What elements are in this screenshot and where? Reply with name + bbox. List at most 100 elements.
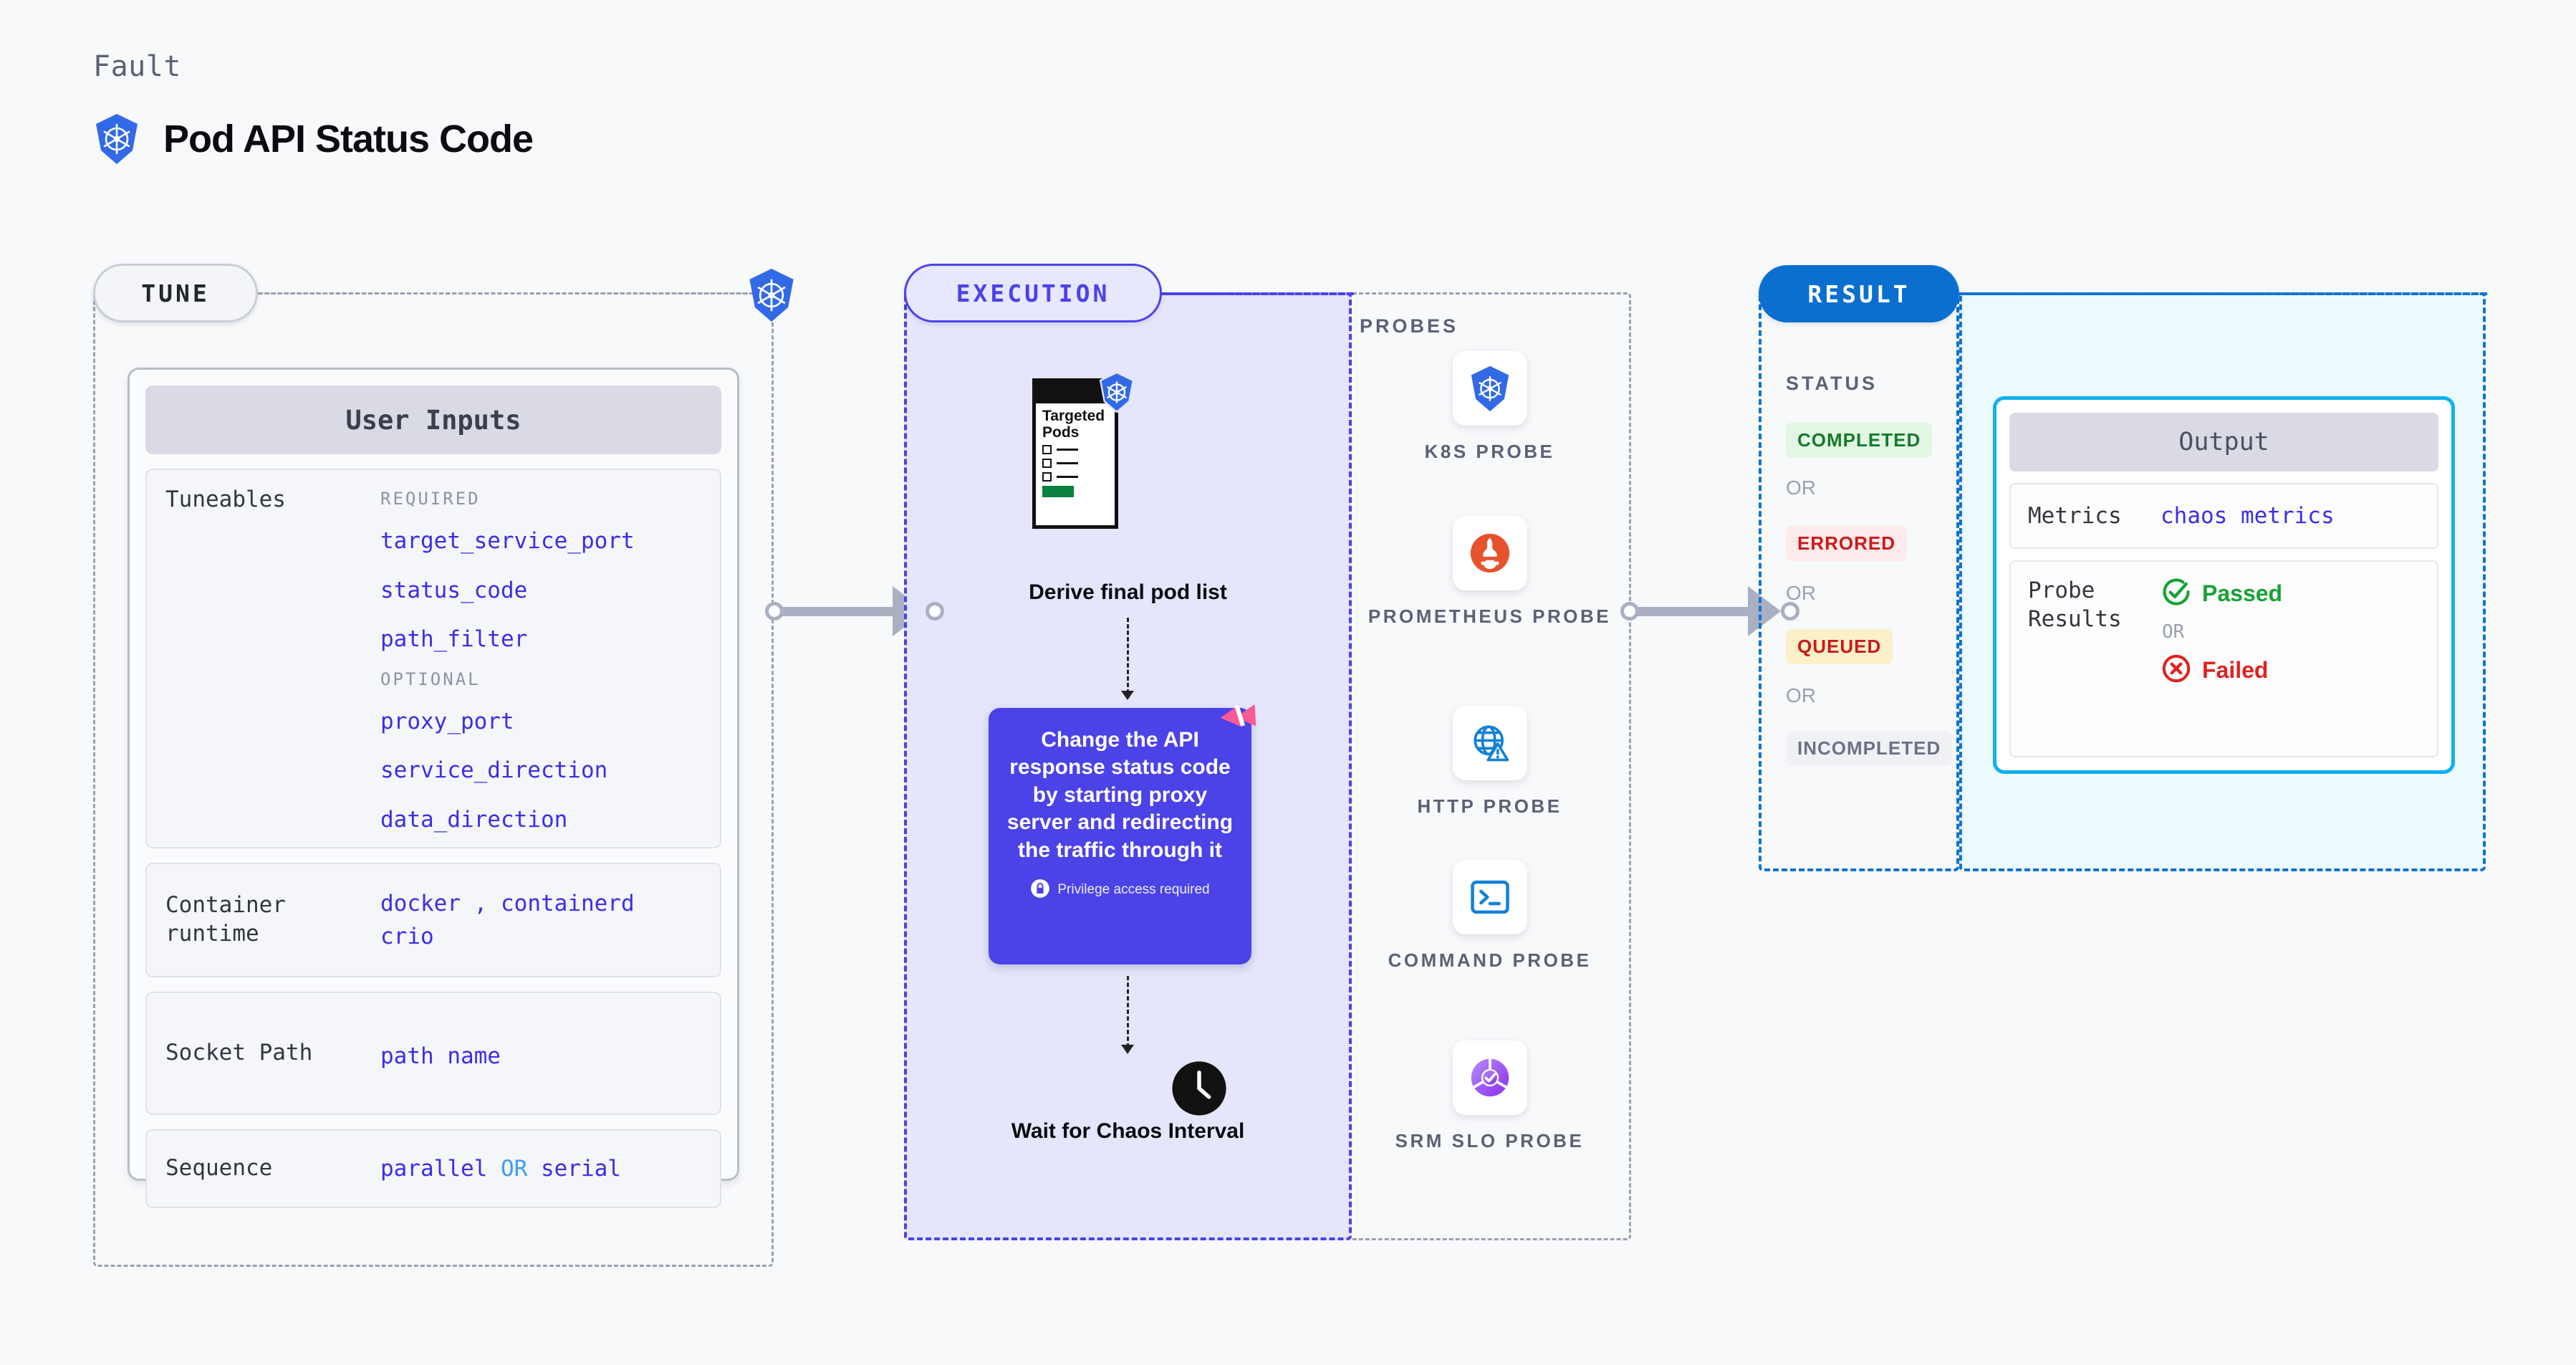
flow-line-1 xyxy=(1127,618,1129,694)
list-line xyxy=(1057,449,1078,451)
sequence-values: parallel OR serial xyxy=(380,1152,621,1186)
chaos-ribbon-icon xyxy=(1218,694,1268,747)
terminal-icon xyxy=(1452,860,1527,934)
container-runtime-values: docker , containerd crio xyxy=(380,887,635,954)
status-or-1: OR xyxy=(1786,476,1816,499)
probe-label: COMMAND PROBE xyxy=(1388,949,1592,971)
privilege-note-text: Privilege access required xyxy=(1057,882,1210,898)
privilege-note: Privilege access required xyxy=(1006,878,1234,902)
status-badge-queued: QUEUED xyxy=(1786,629,1893,664)
tuneable-data-direction[interactable]: data_direction xyxy=(380,806,568,833)
optional-label: OPTIONAL xyxy=(380,669,481,689)
clock-icon xyxy=(1170,1059,1229,1121)
list-line xyxy=(1057,476,1078,479)
probe-item-prometheus[interactable]: PROMETHEUS PROBE xyxy=(1348,516,1631,629)
tuneables-values: REQUIRED target_service_port status_code… xyxy=(380,486,635,836)
tuneable-status-code[interactable]: status_code xyxy=(380,577,528,603)
output-card-title: Output xyxy=(2009,413,2438,471)
sequence-key: Sequence xyxy=(165,1155,273,1182)
runtime-crio[interactable]: crio xyxy=(380,924,434,949)
sequence-or: OR xyxy=(500,1155,528,1182)
page-title: Pod API Status Code xyxy=(163,118,534,161)
sequence-parallel[interactable]: parallel xyxy=(380,1155,488,1182)
metrics-key: Metrics xyxy=(2028,502,2122,529)
status-or-3: OR xyxy=(1786,684,1816,707)
probe-result-passed: Passed xyxy=(2161,576,2282,611)
lock-icon xyxy=(1030,878,1050,902)
metrics-value[interactable]: chaos metrics xyxy=(2161,503,2335,529)
status-label: STATUS xyxy=(1786,373,1878,394)
tuneable-service-direction[interactable]: service_direction xyxy=(380,757,608,783)
action-card-text: Change the API response status code by s… xyxy=(1006,728,1234,862)
action-card: Change the API response status code by s… xyxy=(989,708,1251,964)
prometheus-icon xyxy=(1452,516,1527,590)
container-runtime-row: Container runtime docker , containerd cr… xyxy=(145,863,721,977)
connector-dot-end xyxy=(1781,602,1799,621)
execution-to-result-connector xyxy=(1620,586,1799,636)
execution-top-connector xyxy=(1160,292,1354,295)
failed-label: Failed xyxy=(2202,657,2269,683)
connector-arrowhead xyxy=(1748,586,1781,636)
checkbox-icon xyxy=(1042,459,1052,469)
probe-label: PROMETHEUS PROBE xyxy=(1368,605,1612,627)
tune-top-connector xyxy=(258,292,774,294)
tuneables-row: Tuneables REQUIRED target_service_port s… xyxy=(145,469,721,848)
flow-line-2 xyxy=(1127,976,1129,1048)
user-inputs-card: User Inputs Tuneables REQUIRED target_se… xyxy=(128,368,739,1208)
connector-bar xyxy=(782,606,898,616)
probe-results-key: Probe Results xyxy=(2028,578,2122,633)
targeted-pods-title: Targeted Pods xyxy=(1042,408,1105,441)
tuneable-proxy-port[interactable]: proxy_port xyxy=(380,708,514,734)
output-card: Output Metrics chaos metrics Probe Resul… xyxy=(1993,396,2455,774)
probe-item-srm-slo[interactable]: SRM SLO PROBE xyxy=(1348,1040,1631,1154)
wait-chaos-interval-label: Wait for Chaos Interval xyxy=(1011,1119,1245,1143)
flow-arrow-1 xyxy=(1121,691,1134,700)
probe-label: K8S PROBE xyxy=(1424,441,1555,462)
sequence-serial[interactable]: serial xyxy=(540,1155,621,1182)
result-top-connector xyxy=(1959,292,2487,295)
targeted-pods-document: Targeted Pods xyxy=(1032,378,1118,529)
status-or-2: OR xyxy=(1786,582,1816,604)
probe-results-row: Probe Results Passed OR xyxy=(2009,560,2438,757)
probe-label: HTTP PROBE xyxy=(1417,795,1562,817)
probe-result-failed: Failed xyxy=(2161,653,2282,688)
kubernetes-icon xyxy=(1452,351,1527,426)
tune-pill[interactable]: TUNE xyxy=(93,264,258,322)
probe-item-k8s[interactable]: K8S PROBE xyxy=(1348,351,1631,464)
fault-eyebrow: Fault xyxy=(93,50,181,83)
socket-path-value[interactable]: path name xyxy=(380,1043,501,1069)
user-inputs-title: User Inputs xyxy=(145,385,721,454)
probe-result-or: OR xyxy=(2162,621,2185,643)
srm-slo-icon xyxy=(1452,1040,1527,1115)
connector-dot-start xyxy=(1620,602,1639,621)
probes-label: PROBES xyxy=(1360,315,1459,337)
page-header: Fault Pod API Status Code xyxy=(93,50,534,165)
socket-path-row: Socket Path path name xyxy=(145,992,721,1115)
probe-label: SRM SLO PROBE xyxy=(1395,1130,1585,1151)
derive-pod-list-label: Derive final pod list xyxy=(1029,580,1227,604)
checkbox-icon xyxy=(1042,445,1052,455)
flow-arrow-2 xyxy=(1121,1045,1134,1054)
socket-path-key: Socket Path xyxy=(165,1040,313,1066)
status-badge-incompleted: INCOMPLETED xyxy=(1786,731,1953,766)
globe-warning-icon xyxy=(1452,706,1527,780)
probe-item-command[interactable]: COMMAND PROBE xyxy=(1348,860,1631,973)
x-circle-icon xyxy=(2161,653,2192,688)
tuneable-target-service-port[interactable]: target_service_port xyxy=(380,528,635,554)
check-circle-icon xyxy=(2161,576,2192,611)
connector-dot-end xyxy=(926,602,944,621)
runtime-docker[interactable]: docker xyxy=(380,890,461,916)
result-pill[interactable]: RESULT xyxy=(1759,265,1959,322)
probe-results-values: Passed OR Failed xyxy=(2161,576,2282,688)
passed-label: Passed xyxy=(2202,580,2283,606)
probe-item-http[interactable]: HTTP PROBE xyxy=(1348,706,1631,819)
connector-bar xyxy=(1637,606,1753,616)
status-badge-completed: COMPLETED xyxy=(1786,423,1933,458)
execution-pill[interactable]: EXECUTION xyxy=(904,264,1162,322)
tuneable-path-filter[interactable]: path_filter xyxy=(380,626,528,652)
kubernetes-icon xyxy=(1098,371,1135,416)
list-line xyxy=(1057,462,1078,465)
runtime-containerd[interactable]: containerd xyxy=(501,890,635,916)
status-badge-errored: ERRORED xyxy=(1786,526,1908,561)
pods-checklist xyxy=(1036,441,1115,482)
